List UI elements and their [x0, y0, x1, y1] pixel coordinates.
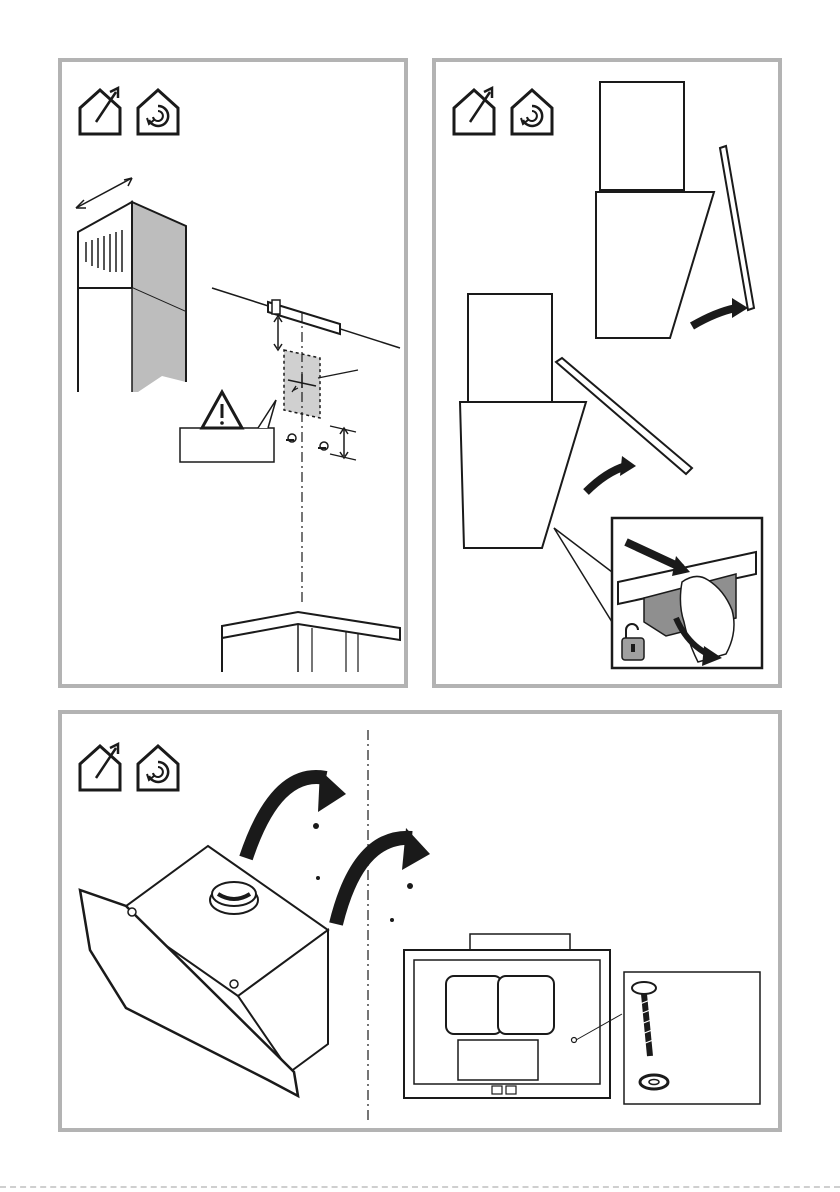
panel-hang-hood: [58, 710, 782, 1132]
ducted-venting-icon: [454, 88, 494, 134]
recirculation-icon: [138, 746, 178, 790]
warning-callout: [180, 392, 276, 462]
panel-hang-hood-drawing: [62, 714, 778, 1128]
recirculation-icon: [512, 90, 552, 134]
hood-isometric-illustration: [80, 846, 328, 1096]
panel-wall-bracket-drawing: [62, 62, 404, 684]
chimney-illustration: [76, 178, 186, 392]
recirculation-icon: [138, 90, 178, 134]
panel-wall-bracket: [58, 58, 408, 688]
hood-side-view-upper: [596, 82, 754, 338]
ducted-venting-icon: [80, 88, 120, 134]
page-bottom-rule: [0, 1186, 840, 1188]
unlock-detail-inset: [554, 518, 762, 668]
wall-cabinet-illustration: [222, 612, 400, 672]
panel-open-glass-drawing: [436, 62, 778, 684]
ducted-venting-icon: [80, 744, 120, 790]
panel-open-glass: [432, 58, 782, 688]
screw-icon: [632, 982, 656, 994]
hood-front-illustration: [404, 934, 622, 1098]
screw-detail-inset: [624, 972, 760, 1104]
